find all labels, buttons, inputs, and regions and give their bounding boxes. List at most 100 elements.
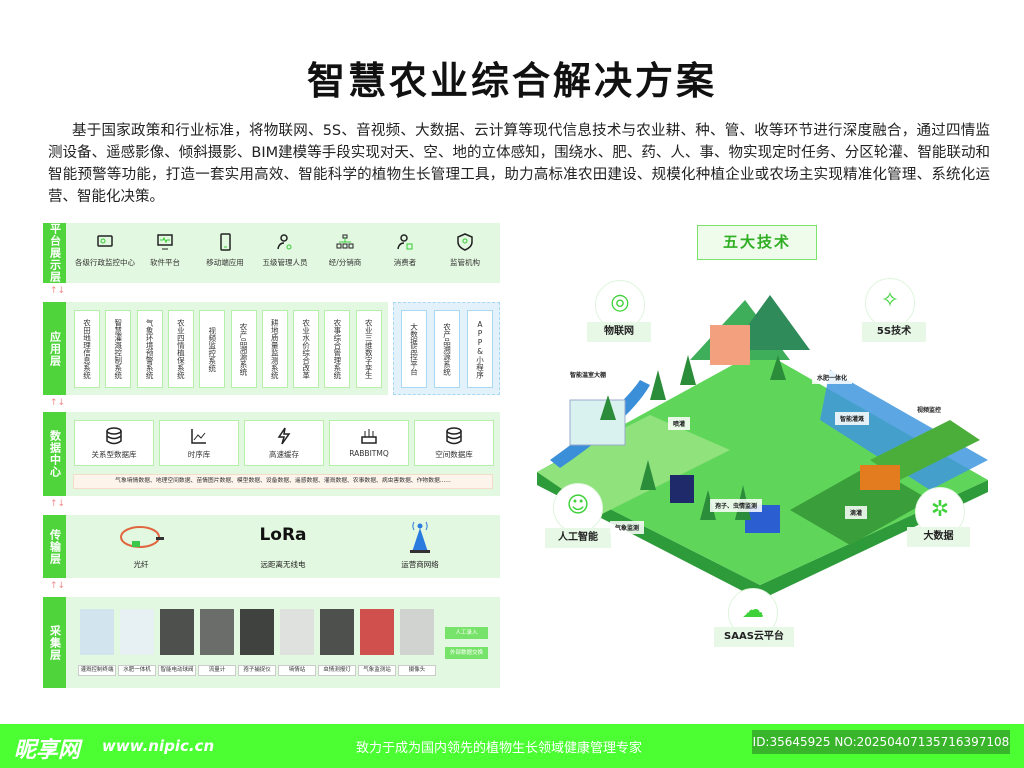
data-store-item[interactable]: 高速缓存 xyxy=(244,420,324,466)
device-image xyxy=(400,609,434,655)
scene-label: 孢子、虫情监测 xyxy=(710,499,763,512)
intro-line: 智能预警等功能，打造一套实用高效、智能科学的植物生长管理工具，助力高标准农田建设… xyxy=(48,167,990,183)
cell-tower-icon xyxy=(410,521,430,553)
data-store-label: 空间数据库 xyxy=(435,450,473,459)
app-extra-item[interactable]: APP&小程序 xyxy=(467,310,493,388)
device-label: 虫情测报灯 xyxy=(318,665,356,676)
device-label: 灌溉控制终端 xyxy=(78,665,116,676)
app-system-item[interactable]: 农业四情植保系统 xyxy=(167,310,194,388)
app-system-item[interactable]: 农事综合管理系统 xyxy=(324,310,351,388)
device-image xyxy=(280,609,314,655)
scene-label: 滴灌 xyxy=(845,506,868,519)
app-system-item[interactable]: 农田地理信息系统 xyxy=(74,310,100,388)
page-title: 智慧农业综合解决方案 xyxy=(306,59,717,103)
harvester xyxy=(860,465,900,490)
ai-head-icon: ☺ xyxy=(553,483,603,533)
device-image xyxy=(200,609,234,655)
arrow-icon: ↑↓ xyxy=(50,286,66,296)
layer-tag: 平台展示层 xyxy=(43,223,66,283)
platform-item[interactable]: 软件平台 xyxy=(135,233,195,268)
platform-layer: 平台展示层 各级行政监控中心软件平台移动端应用五级管理人员经/分销商 消费者 监管机… xyxy=(43,223,500,283)
device-label: 流量计 xyxy=(198,665,236,676)
shield-icon xyxy=(457,233,473,251)
app-system-item[interactable]: 耕地质量监测系统 xyxy=(261,310,288,388)
data-store-item[interactable]: 空间数据库 xyxy=(414,420,494,466)
transport-layer: 传输层 光纤 LoRa 远距离无线电 运营商网络 xyxy=(43,515,500,578)
data-store-label: 高速缓存 xyxy=(269,450,299,459)
application-layer: 应用层 农田地理信息系统智慧灌溉控制系统气象环境预警系统农业四情植保系统视频监控… xyxy=(43,302,388,395)
platform-item[interactable]: 监管机构 xyxy=(435,233,495,268)
data-store-item[interactable]: 时序库 xyxy=(159,420,239,466)
lora-logo: LoRa xyxy=(259,525,307,545)
nipic-logo: 昵享网 xyxy=(14,738,81,763)
device-label: 墒情站 xyxy=(278,665,316,676)
layer-tag: 传输层 xyxy=(43,515,66,578)
arrow-icon: ↑↓ xyxy=(50,398,66,408)
scene-label: 视频监控 xyxy=(912,403,947,416)
monitor-chart-icon xyxy=(97,235,113,247)
intro-paragraph: 基于国家政策和行业标准，将物联网、5S、音视频、大数据、云计算等现代信息技术与农… xyxy=(48,120,990,208)
mobile-icon xyxy=(220,233,231,251)
platform-item[interactable]: 移动端应用 xyxy=(195,233,255,268)
tech-label: 人工智能 xyxy=(545,528,611,548)
data-store-label: 时序库 xyxy=(187,450,211,459)
smart-farm-illustration xyxy=(537,295,988,600)
image-id: ID:35645925 NO:20250407135716397108 xyxy=(752,730,1010,754)
chart-line-icon xyxy=(191,429,206,444)
device-image xyxy=(240,609,274,655)
platform-item-label: 消费者 xyxy=(393,258,417,267)
manual-entry-button[interactable]: 人工录入 xyxy=(445,627,488,639)
intro-line: 营、智能化决策。 xyxy=(48,189,164,205)
platform-item[interactable]: 各级行政监控中心 xyxy=(75,233,135,268)
data-store-item[interactable]: RABBITMQ xyxy=(329,420,409,466)
app-system-item[interactable]: 智慧灌溉控制系统 xyxy=(105,310,132,388)
device-label: 智能电动球阀 xyxy=(158,665,196,676)
scene-label: 智能温室大棚 xyxy=(565,368,612,381)
data-store-item[interactable]: 关系型数据库 xyxy=(74,420,154,466)
platform-item[interactable]: 消费者 xyxy=(375,233,435,268)
wifi-icon: ◎ xyxy=(595,280,645,330)
device-label: 摄像头 xyxy=(398,665,436,676)
platform-item-label: 经/分销商 xyxy=(328,258,362,267)
tech-label: SAAS云平台 xyxy=(714,627,794,647)
app-extra-item[interactable]: 大数据监控平台 xyxy=(401,310,427,388)
site-url[interactable]: www.nipic.cn xyxy=(102,737,215,755)
lightning-icon xyxy=(277,427,291,445)
tech-label: 大数据 xyxy=(907,527,970,547)
app-system-item[interactable]: 农业水价综合改革 xyxy=(293,310,320,388)
footer-slogan: 致力于成为国内领先的植物生长领域健康管理专家 xyxy=(356,741,643,756)
device-image xyxy=(160,609,194,655)
device-image xyxy=(320,609,354,655)
device-image xyxy=(80,609,114,655)
app-system-item[interactable]: 农业三维数字孪生 xyxy=(355,310,382,388)
platform-item[interactable]: 经/分销商 xyxy=(315,233,375,268)
device-label: 孢子捕捉仪 xyxy=(238,665,276,676)
platform-item-label: 各级行政监控中心 xyxy=(75,258,135,267)
layer-tag: 应用层 xyxy=(43,302,66,395)
collection-layer: 采集层 灌溉控制终端水肥一体机智能电动球阀流量计孢子捕捉仪墒情站虫情测报灯气象监… xyxy=(43,597,500,688)
scene-label: 智能灌溉 xyxy=(835,412,870,425)
tech-label: 物联网 xyxy=(587,322,651,342)
platform-item[interactable]: 五级管理人员 xyxy=(255,233,315,268)
greenhouse xyxy=(569,399,626,446)
arrow-icon: ↑↓ xyxy=(50,581,66,591)
transport-label: 光纤 xyxy=(133,560,149,569)
building xyxy=(710,325,750,365)
device-label: 气象监测站 xyxy=(358,665,396,676)
data-store-label: RABBITMQ xyxy=(349,449,389,458)
network-icon xyxy=(336,234,354,249)
transport-label: 远距离无线电 xyxy=(260,560,306,569)
device-label: 水肥一体机 xyxy=(118,665,156,676)
app-system-item[interactable]: 农产品溯源系统 xyxy=(230,310,257,388)
external-data-button[interactable]: 外部数据交换 xyxy=(445,647,488,659)
data-types: 气象墒情数据、地理空间数据、苗情图片数据、模型数据、设备数据、遥感数据、灌溉数据… xyxy=(73,474,493,489)
scene-label: 喷灌 xyxy=(668,417,691,430)
application-extra-group: 大数据监控平台农产品溯源系统 APP&小程序 xyxy=(393,302,500,395)
solar-panel xyxy=(670,475,694,503)
app-system-item[interactable]: 视频监控系统 xyxy=(199,310,226,388)
app-extra-item[interactable]: 农产品溯源系统 xyxy=(434,310,460,388)
user-key-icon xyxy=(277,234,292,250)
database-icon xyxy=(446,427,462,445)
app-system-item[interactable]: 气象环境预警系统 xyxy=(136,310,163,388)
